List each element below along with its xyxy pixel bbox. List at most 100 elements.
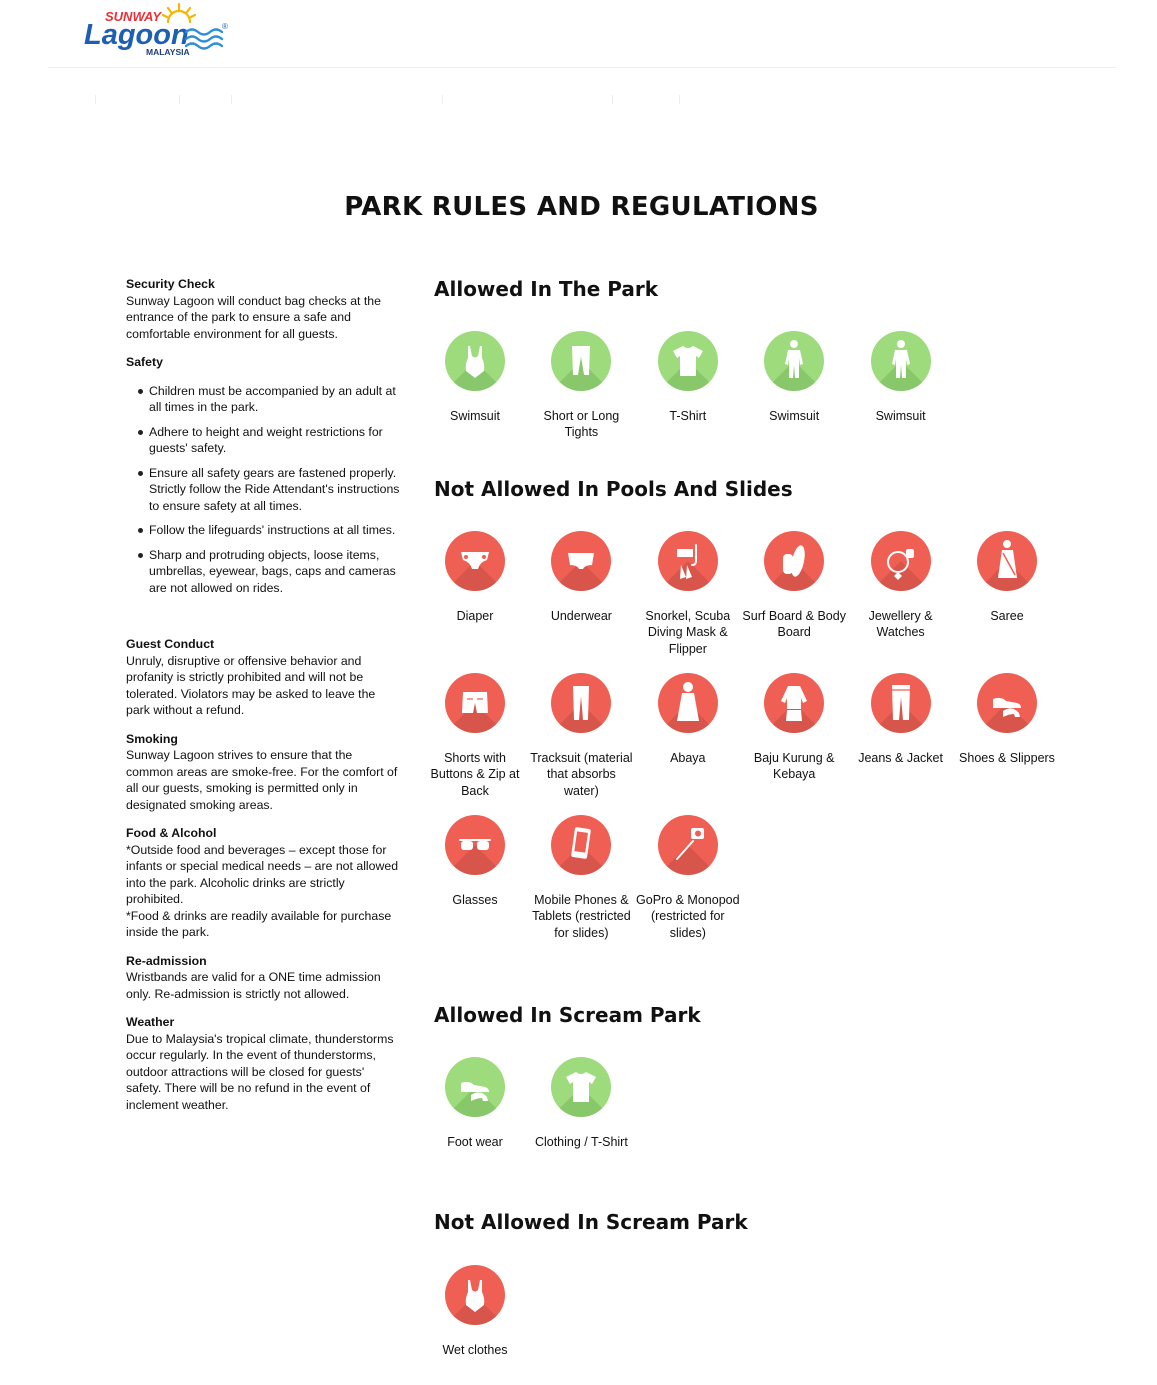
rule-icon-item: Shorts with Buttons & Zip at Back — [422, 673, 528, 799]
icon-label: Baju Kurung & Kebaya — [753, 751, 835, 782]
sunway-lagoon-logo[interactable]: SUNWAY Lagoon ® MALAYSIA — [82, 0, 234, 60]
icon-label: Tracksuit (material that absorbs water) — [530, 751, 633, 798]
underwear-icon — [551, 531, 612, 591]
rule-icon-item: Tracksuit (material that absorbs water) — [528, 673, 634, 799]
header-divider — [48, 67, 1116, 68]
rule-icon-item: Swimsuit — [741, 331, 847, 424]
section-title-not-allowed-pools: Not Allowed In Pools And Slides — [434, 477, 793, 501]
icon-label: GoPro & Monopod (restricted for slides) — [636, 893, 740, 940]
safety-list: Children must be accompanied by an adult… — [126, 383, 402, 597]
icon-label: T-Shirt — [669, 409, 707, 423]
logo-registered-mark: ® — [222, 22, 228, 31]
nav-separator — [679, 95, 680, 104]
snorkel-icon — [657, 531, 718, 591]
rule-icon-item: Clothing / T-Shirt — [528, 1057, 634, 1150]
rule-icon-item: Diaper — [422, 531, 528, 624]
rule-icon-item: Glasses — [422, 815, 528, 908]
rule-icon-item: Mobile Phones & Tablets (restricted for … — [528, 815, 634, 941]
wetsuit-icon — [870, 331, 931, 391]
swimsuit-icon — [445, 1265, 505, 1325]
rule-readmission: Re-admission Wristbands are valid for a … — [126, 953, 402, 1003]
glasses-icon — [445, 815, 505, 875]
list-item: Sharp and protruding objects, loose item… — [138, 547, 402, 597]
icon-label: Swimsuit — [449, 409, 500, 423]
gopro-icon — [657, 815, 718, 875]
icon-label: Surf Board & Body Board — [742, 609, 846, 640]
rule-icon-item: Swimsuit — [422, 331, 528, 424]
shoes-icon — [445, 1057, 505, 1117]
rule-icon-item: Snorkel, Scuba Diving Mask & Flipper — [635, 531, 741, 657]
rule-food: Food & Alcohol *Outside food and beverag… — [126, 825, 402, 941]
swimsuit-icon — [445, 331, 505, 391]
rule-icon-item: Wet clothes — [422, 1265, 528, 1358]
rule-heading: Smoking — [126, 731, 178, 746]
wetsuit-icon — [764, 331, 825, 391]
icon-label: Clothing / T-Shirt — [534, 1135, 628, 1149]
rule-icon-item: GoPro & Monopod (restricted for slides) — [635, 815, 741, 941]
list-item: Ensure all safety gears are fastened pro… — [138, 465, 402, 515]
logo-country: MALAYSIA — [146, 47, 190, 57]
icon-label: Saree — [990, 609, 1024, 623]
rule-conduct: Guest Conduct Unruly, disruptive or offe… — [126, 636, 402, 719]
nav-separator — [442, 95, 443, 104]
list-item: Children must be accompanied by an adult… — [138, 383, 402, 416]
icon-label: Abaya — [670, 751, 706, 765]
shoes-icon — [977, 673, 1037, 733]
rule-text: Sunway Lagoon will conduct bag checks at… — [126, 293, 381, 341]
icon-label: Jewellery & Watches — [868, 609, 933, 640]
rule-security: Security Check Sunway Lagoon will conduc… — [126, 276, 402, 342]
shorts-icon — [445, 673, 505, 733]
rule-safety: Safety Children must be accompanied by a… — [126, 354, 402, 596]
tights-icon — [551, 331, 612, 391]
rule-text: Wristbands are valid for a ONE time admi… — [126, 970, 381, 1001]
rule-text: Sunway Lagoon strives to ensure that the… — [126, 748, 398, 812]
rule-icon-item: Jeans & Jacket — [848, 673, 954, 766]
rule-icon-item: Surf Board & Body Board — [741, 531, 847, 641]
site-header: SUNWAY Lagoon ® MALAYSIA — [0, 0, 1157, 70]
abaya-icon — [657, 673, 718, 733]
icon-label: Swimsuit — [769, 409, 820, 423]
rule-smoking: Smoking Sunway Lagoon strives to ensure … — [126, 731, 402, 814]
page-title: PARK RULES AND REGULATIONS — [344, 192, 819, 222]
rule-icon-item: Saree — [954, 531, 1060, 624]
nav-separator — [612, 95, 613, 104]
rule-text: Due to Malaysia's tropical climate, thun… — [126, 1031, 394, 1112]
icon-label: Wet clothes — [442, 1343, 508, 1357]
rule-text: Unruly, disruptive or offensive behavior… — [126, 653, 376, 718]
rule-heading: Weather — [126, 1015, 175, 1029]
icon-label: Shorts with Buttons & Zip at Back — [430, 751, 520, 798]
icon-label: Foot wear — [447, 1135, 503, 1149]
icon-label: Snorkel, Scuba Diving Mask & Flipper — [645, 609, 731, 656]
rule-icon-item: Shoes & Slippers — [954, 673, 1060, 766]
nav-separator — [231, 95, 232, 104]
icon-label: Swimsuit — [875, 409, 926, 423]
jewellery-icon — [870, 531, 931, 591]
surfboard-icon — [764, 531, 825, 591]
wave-icon — [184, 28, 224, 50]
tshirt-icon — [551, 1057, 612, 1117]
icon-label: Underwear — [550, 609, 612, 623]
saree-icon — [977, 531, 1037, 591]
diaper-icon — [445, 531, 505, 591]
nav-separator — [95, 95, 96, 104]
tshirt-icon — [657, 331, 718, 391]
mobile-phone-icon — [551, 815, 612, 875]
icon-label: Jeans & Jacket — [858, 751, 943, 765]
section-title-allowed-park: Allowed In The Park — [434, 277, 659, 301]
rule-icon-item: T-Shirt — [635, 331, 741, 424]
rule-heading: Re-admission — [126, 953, 207, 968]
list-item: Adhere to height and weight restrictions… — [138, 424, 402, 457]
icon-label: Shoes & Slippers — [959, 751, 1055, 765]
section-title-not-allowed-scream: Not Allowed In Scream Park — [434, 1210, 748, 1234]
icon-label: Diaper — [456, 609, 494, 623]
rule-heading: Guest Conduct — [126, 637, 215, 651]
rule-icon-item: Baju Kurung & Kebaya — [741, 673, 847, 783]
rule-icon-item: Abaya — [635, 673, 741, 766]
logo-brand-main: Lagoon — [84, 19, 189, 51]
icon-label: Short or Long Tights — [543, 409, 620, 440]
rule-icon-item: Jewellery & Watches — [848, 531, 954, 641]
rule-text: *Outside food and beverages – except tho… — [126, 842, 399, 907]
icon-label: Mobile Phones & Tablets (restricted for … — [532, 893, 631, 940]
rule-icon-item: Swimsuit — [848, 331, 954, 424]
rule-icon-item: Foot wear — [422, 1057, 528, 1150]
